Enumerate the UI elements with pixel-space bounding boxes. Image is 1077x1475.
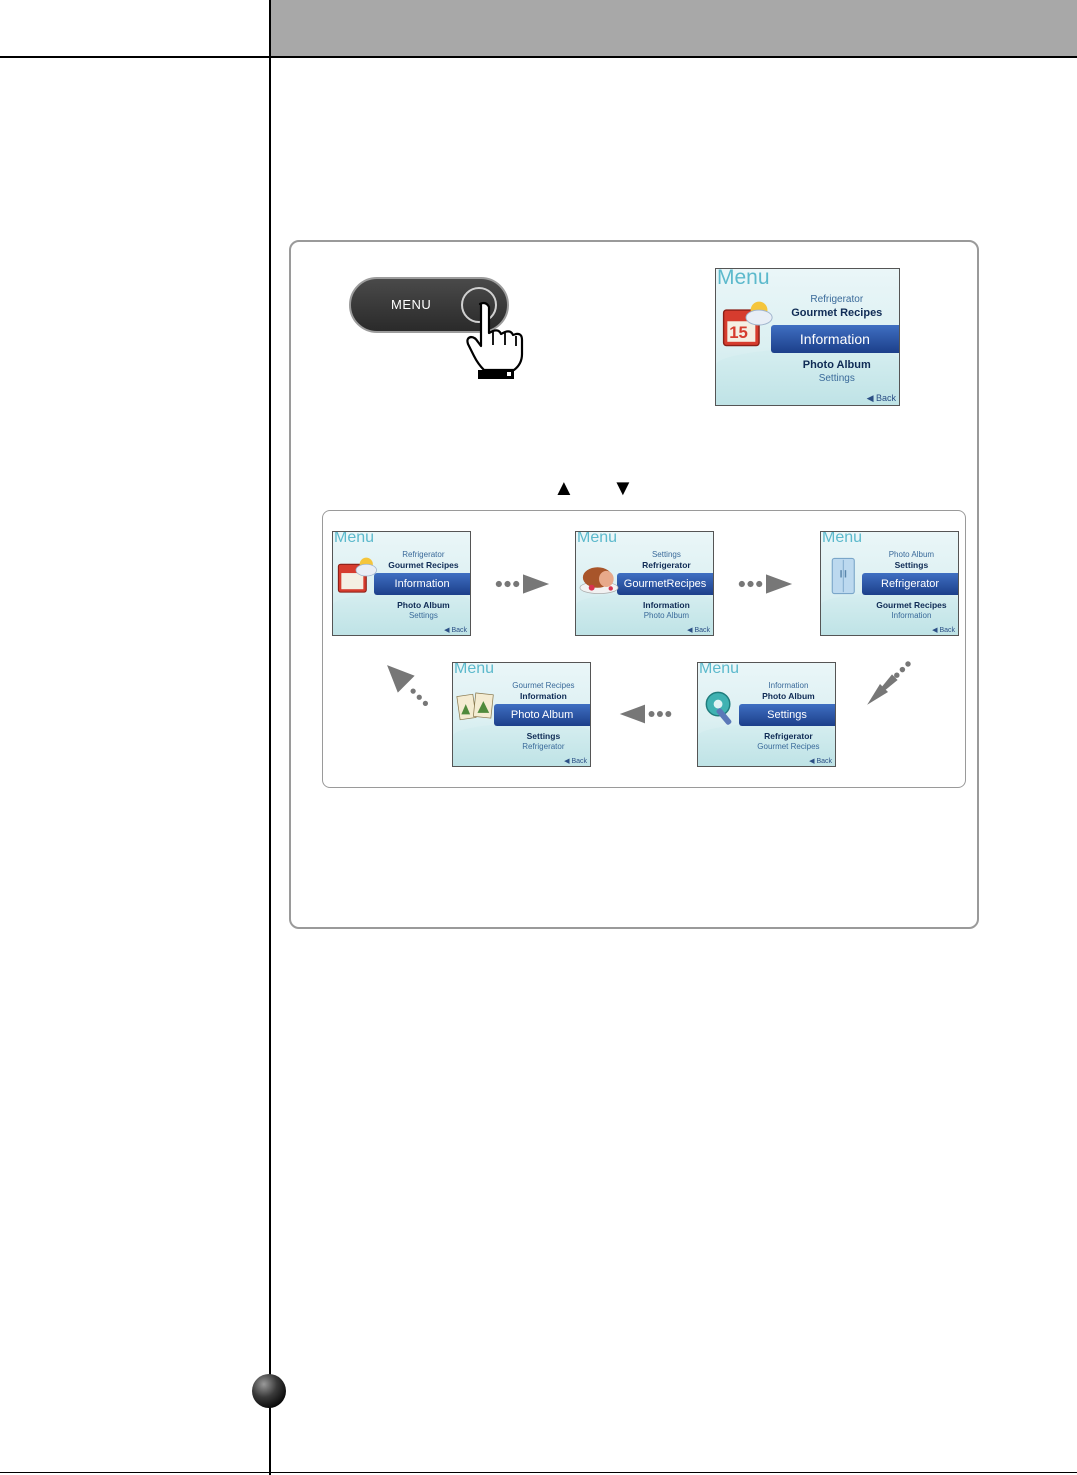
back-label: ◀ Back bbox=[809, 758, 832, 765]
menu-button-label: MENU bbox=[391, 297, 432, 312]
menu-item-selected: Information bbox=[374, 573, 470, 595]
back-label: ◀ Back bbox=[932, 627, 955, 634]
menu-item: Settings bbox=[526, 731, 561, 741]
screen-wave bbox=[453, 722, 590, 766]
menu-item: Settings bbox=[818, 373, 855, 384]
menu-button[interactable]: MENU bbox=[349, 277, 509, 333]
back-label: ◀ Back bbox=[866, 393, 896, 403]
menu-item: Gourmet Recipes bbox=[757, 742, 820, 751]
screen-wave bbox=[716, 347, 899, 405]
menu-item: Photo Album bbox=[888, 550, 935, 559]
calendar-icon bbox=[337, 557, 377, 593]
screen-title: Menu bbox=[699, 662, 740, 677]
menu-item-selected: Settings bbox=[739, 704, 835, 726]
dotted-arrow-left-icon bbox=[619, 704, 672, 724]
menu-item-selected: Photo Album bbox=[494, 704, 590, 726]
menu-item: Gourmet Recipes bbox=[512, 681, 575, 690]
menu-item: Photo Album bbox=[762, 691, 815, 701]
photo-album-icon bbox=[456, 692, 494, 721]
menu-item: Refrigerator bbox=[764, 731, 813, 741]
dotted-arrow-up-left-icon bbox=[387, 665, 429, 707]
menu-item-selected: Information bbox=[770, 325, 899, 353]
screen-wave bbox=[576, 591, 713, 635]
menu-item: Gourmet Recipes bbox=[791, 307, 883, 319]
menu-item: Refrigerator bbox=[810, 294, 864, 305]
back-label: ◀ Back bbox=[564, 758, 587, 765]
menu-item: Photo Album bbox=[397, 600, 450, 610]
screen-title: Menu bbox=[334, 531, 375, 546]
menu-item: Refrigerator bbox=[522, 742, 565, 751]
dotted-arrow-right-icon bbox=[738, 574, 793, 594]
pointing-hand-icon bbox=[466, 301, 524, 379]
screen-title: Menu bbox=[454, 662, 495, 677]
down-arrow-icon: ▼ bbox=[612, 475, 634, 500]
menu-item: Photo Album bbox=[802, 359, 871, 371]
up-arrow-icon: ▲ bbox=[553, 475, 575, 500]
menu-item: Information bbox=[643, 600, 690, 610]
menu-item: Refrigerator bbox=[402, 550, 445, 559]
header-rule bbox=[0, 56, 1077, 58]
menu-item: Photo Album bbox=[643, 611, 690, 620]
roast-ham-icon bbox=[579, 567, 619, 594]
screen-title: Menu bbox=[577, 531, 618, 546]
screen-title: Menu bbox=[717, 268, 770, 289]
screen-wave bbox=[821, 591, 958, 635]
page-marker-ball bbox=[252, 1374, 286, 1408]
screen-wave bbox=[698, 722, 835, 766]
header-bar bbox=[270, 0, 1077, 56]
screen-title: Menu bbox=[822, 531, 863, 546]
menu-button-ring bbox=[461, 287, 497, 323]
menu-item: Settings bbox=[408, 611, 438, 620]
menu-item: Settings bbox=[894, 560, 929, 570]
menu-item: Information bbox=[520, 691, 567, 701]
menu-item: Gourmet Recipes bbox=[388, 560, 459, 570]
margin-rule bbox=[269, 0, 271, 1475]
menu-item-selected: GourmetRecipes bbox=[617, 573, 713, 595]
back-label: ◀ Back bbox=[444, 627, 467, 634]
menu-item: Refrigerator bbox=[642, 560, 691, 570]
menu-item: Settings bbox=[651, 550, 681, 559]
menu-screen-large: Menu Refrigerator Gourmet Recipes Inform… bbox=[715, 268, 900, 406]
footer-rule bbox=[0, 1472, 1077, 1473]
svg-text:15: 15 bbox=[729, 323, 748, 342]
menu-item: Information bbox=[891, 611, 932, 620]
screen-wave bbox=[333, 591, 470, 635]
dotted-arrow-down-left-icon bbox=[867, 661, 911, 705]
calendar-icon: 15 bbox=[722, 301, 773, 347]
gear-wrench-icon bbox=[705, 691, 732, 725]
menu-item-selected: Refrigerator bbox=[862, 573, 958, 595]
menu-item: Gourmet Recipes bbox=[876, 600, 947, 610]
dotted-arrow-right-icon bbox=[495, 574, 550, 594]
menu-item: Information bbox=[768, 681, 809, 690]
refrigerator-icon bbox=[831, 557, 855, 595]
back-label: ◀ Back bbox=[687, 627, 710, 634]
